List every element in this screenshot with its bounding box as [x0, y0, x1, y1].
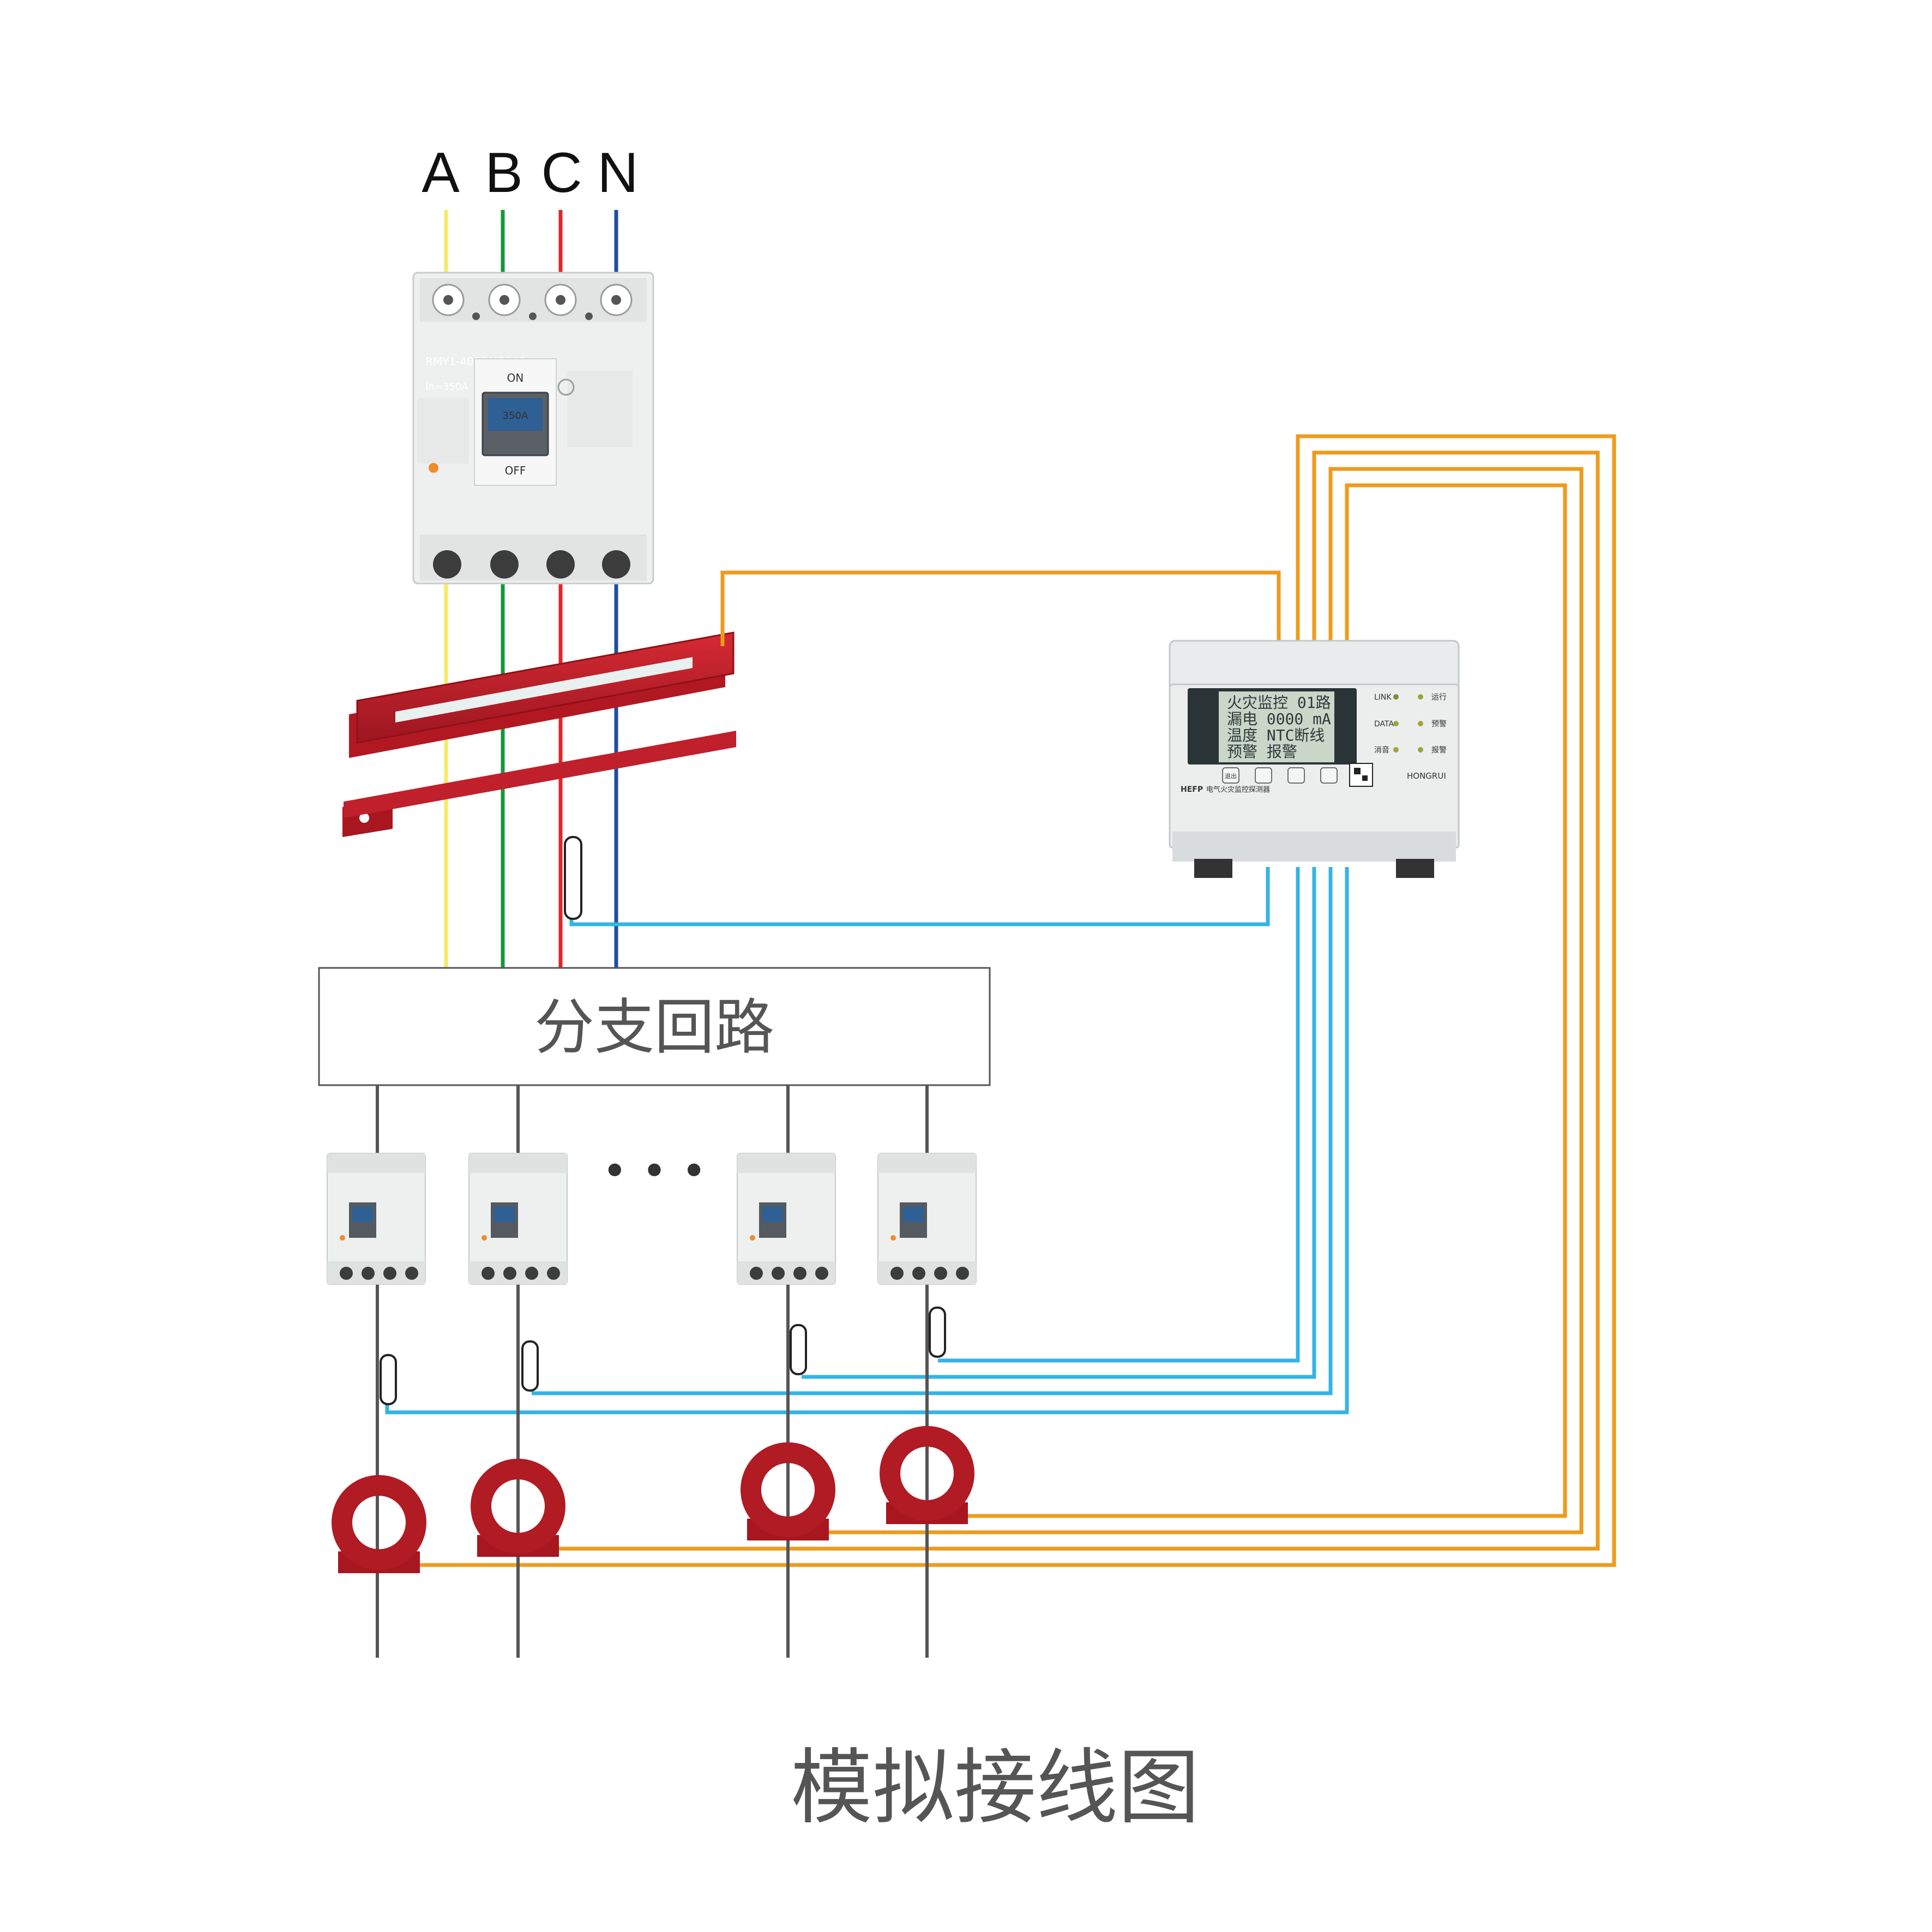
branch-probe-3	[790, 1324, 807, 1375]
led-warning	[1418, 721, 1423, 726]
main-breaker: RMY1-400S/43008 In=350A ON OFF 350A	[412, 272, 654, 585]
blue-wire-main	[569, 867, 1270, 926]
main-breaker-rating: In=350A	[425, 381, 468, 393]
detector-button-menu[interactable]	[1255, 767, 1272, 784]
detector-model-label: HEFP	[1181, 785, 1203, 794]
main-breaker-handle	[488, 398, 543, 431]
phase-label-c: C	[541, 141, 582, 204]
orange-signal-wires	[404, 434, 1616, 1567]
diagram-title: 模拟接线图	[791, 1741, 1200, 1835]
led-silence	[1393, 747, 1399, 753]
residual-current-transformer	[342, 631, 736, 837]
status-label-alarm: 报警	[1431, 746, 1447, 755]
blue-wire-4	[938, 867, 1300, 1363]
led-label-data: DATA	[1374, 720, 1394, 729]
branch-breaker-3	[737, 1153, 836, 1285]
led-label-silence: 消音	[1374, 745, 1389, 755]
branch-ct-3	[741, 1442, 835, 1540]
branch-breaker-1	[327, 1153, 426, 1285]
status-label-run: 运行	[1431, 693, 1447, 702]
branch-breaker-4	[877, 1153, 977, 1285]
phase-label-n: N	[597, 141, 638, 204]
branch-breaker-2	[468, 1153, 568, 1285]
more-branches-ellipsis: • • •	[602, 1146, 707, 1196]
orange-wire-ct-4	[960, 483, 1567, 1518]
branch-ct-1	[332, 1475, 426, 1573]
phase-label-b: B	[485, 141, 522, 204]
orange-wire-main-ct	[720, 570, 1281, 646]
lcd-line-3: 温度 NTC断线	[1227, 726, 1325, 744]
led-run	[1418, 694, 1423, 700]
branch-probe-4	[929, 1307, 946, 1358]
lcd-line-4: 预警 报警	[1227, 743, 1297, 761]
main-breaker-off-label: OFF	[505, 464, 526, 477]
branch-probe-1	[380, 1354, 397, 1405]
main-breaker-test-indicator	[429, 463, 438, 473]
main-breaker-bottom-terminals	[433, 550, 630, 579]
branch-box	[318, 967, 991, 1086]
led-link	[1393, 694, 1399, 700]
branch-ct-4	[880, 1426, 974, 1524]
blue-wire-3	[802, 867, 1316, 1379]
branch-ct-2	[471, 1459, 565, 1557]
blue-wire-1	[385, 867, 1349, 1415]
detector-button-exit[interactable]	[1222, 767, 1239, 784]
fire-detector: 火灾监控 01路 漏电 0000 mA 温度 NTC断线 预警 报警 LINK …	[1169, 640, 1460, 878]
lcd-line-2: 漏电 0000 mA	[1227, 710, 1331, 728]
blue-signal-wires	[385, 867, 1349, 1415]
status-label-warning: 预警	[1431, 720, 1447, 729]
detector-product-name: 电气火灾监控探测器	[1206, 785, 1270, 794]
branch-probe-2	[521, 1340, 539, 1392]
detector-button-up[interactable]	[1287, 767, 1305, 784]
branch-temperature-probes	[380, 1307, 946, 1405]
orange-wire-ct-1	[404, 434, 1616, 1567]
orange-wire-ct-3	[818, 467, 1584, 1534]
main-breaker-on-label: ON	[507, 371, 524, 384]
detector-buttons: 退出	[1222, 767, 1338, 784]
main-breaker-handle-rating: 350A	[503, 410, 528, 422]
led-alarm	[1418, 747, 1423, 753]
detector-lcd	[1219, 691, 1334, 762]
lcd-line-1: 火灾监控 01路	[1227, 694, 1331, 712]
phase-label-a: A	[422, 141, 460, 204]
phase-labels: A B C N	[422, 141, 638, 204]
orange-wire-ct-2	[545, 450, 1600, 1551]
main-temperature-probe	[564, 836, 582, 920]
detector-brand: HONGRUI	[1407, 771, 1446, 781]
blue-wire-2	[532, 867, 1333, 1395]
branch-box-label: 分支回路	[534, 992, 774, 1062]
detector-status-panel: LINK DATA 消音 运行 预警 报警	[1374, 693, 1447, 755]
detector-button-down[interactable]	[1320, 767, 1338, 784]
led-label-link: LINK	[1374, 693, 1392, 702]
led-data	[1393, 721, 1399, 726]
detector-button-exit-label: 退出	[1225, 772, 1237, 780]
detector-qr-code	[1349, 763, 1373, 787]
